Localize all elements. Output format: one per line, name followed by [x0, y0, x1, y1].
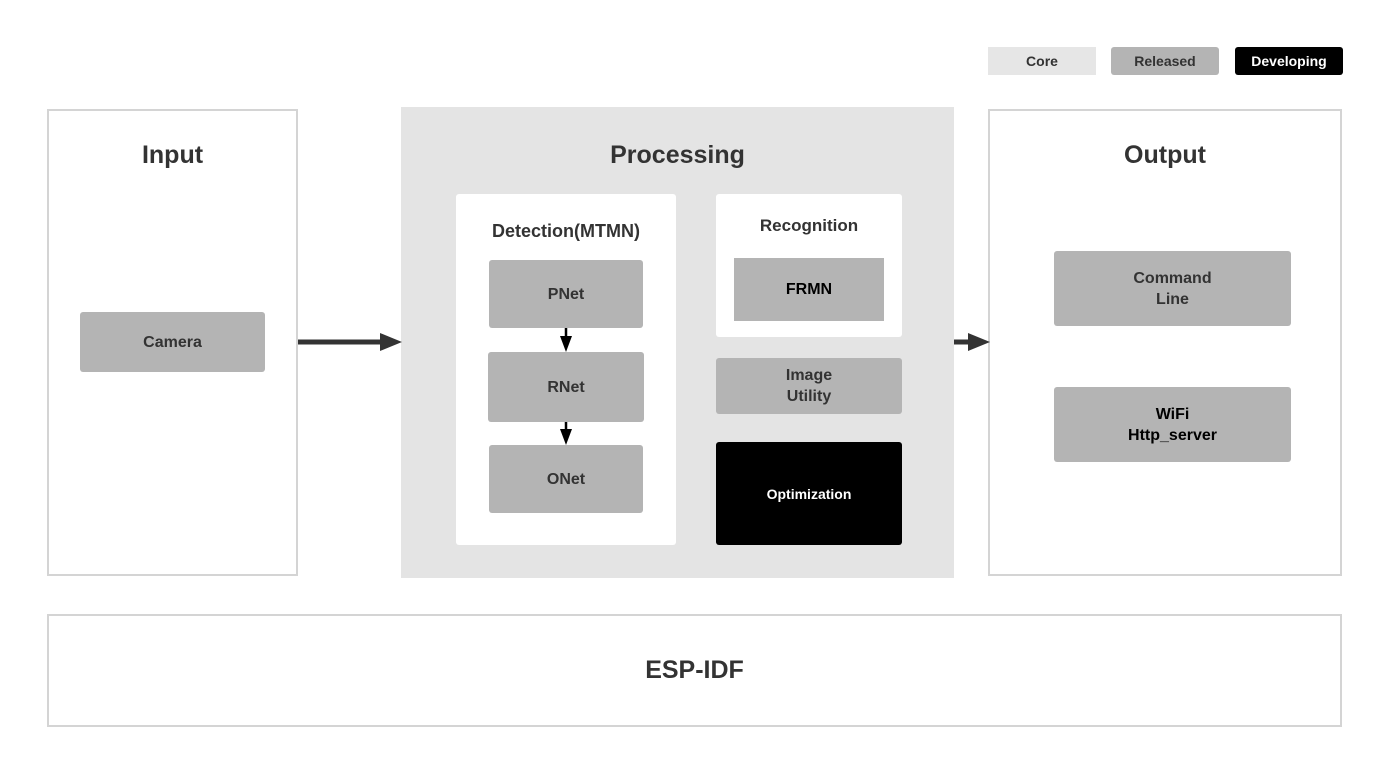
legend-released-label: Released — [1134, 53, 1196, 69]
camera-box: Camera — [80, 312, 265, 372]
esp-idf-title: ESP-IDF — [645, 656, 744, 684]
processing-title: Processing — [610, 140, 745, 169]
legend-released: Released — [1111, 47, 1219, 75]
recognition-title: Recognition — [759, 216, 859, 235]
frmn-box: FRMN — [734, 258, 884, 321]
image-utility-box: Image Utility — [716, 358, 902, 414]
legend-developing-label: Developing — [1251, 53, 1327, 69]
command-line-box: Command Line — [1054, 251, 1291, 326]
rnet-box: RNet — [488, 352, 644, 422]
camera-label: Camera — [143, 333, 202, 351]
pnet-box: PNet — [489, 260, 643, 328]
legend-core: Core — [988, 47, 1096, 75]
rnet-label: RNet — [547, 378, 585, 396]
legend-developing: Developing — [1235, 47, 1343, 75]
onet-box: ONet — [489, 445, 643, 513]
wifi-label: WiFi Http_server — [1128, 405, 1217, 444]
output-title: Output — [1124, 140, 1206, 169]
optimization-label: Optimization — [766, 485, 852, 502]
input-title: Input — [141, 140, 204, 169]
optimization-box: Optimization — [716, 442, 902, 545]
legend-core-label: Core — [1026, 53, 1058, 69]
onet-label: ONet — [546, 470, 586, 488]
command-line-label: Command Line — [1133, 269, 1212, 308]
detection-title: Detection(MTMN) — [492, 220, 640, 241]
arrow-input-to-processing — [298, 333, 402, 351]
pnet-label: PNet — [547, 285, 585, 303]
esp-idf-panel: ESP-IDF — [47, 614, 1342, 727]
frmn-label: FRMN — [785, 281, 833, 298]
arrow-processing-to-output — [954, 333, 990, 351]
image-utility-label: Image Utility — [785, 367, 833, 405]
output-panel — [988, 109, 1342, 576]
wifi-box: WiFi Http_server — [1054, 387, 1291, 462]
